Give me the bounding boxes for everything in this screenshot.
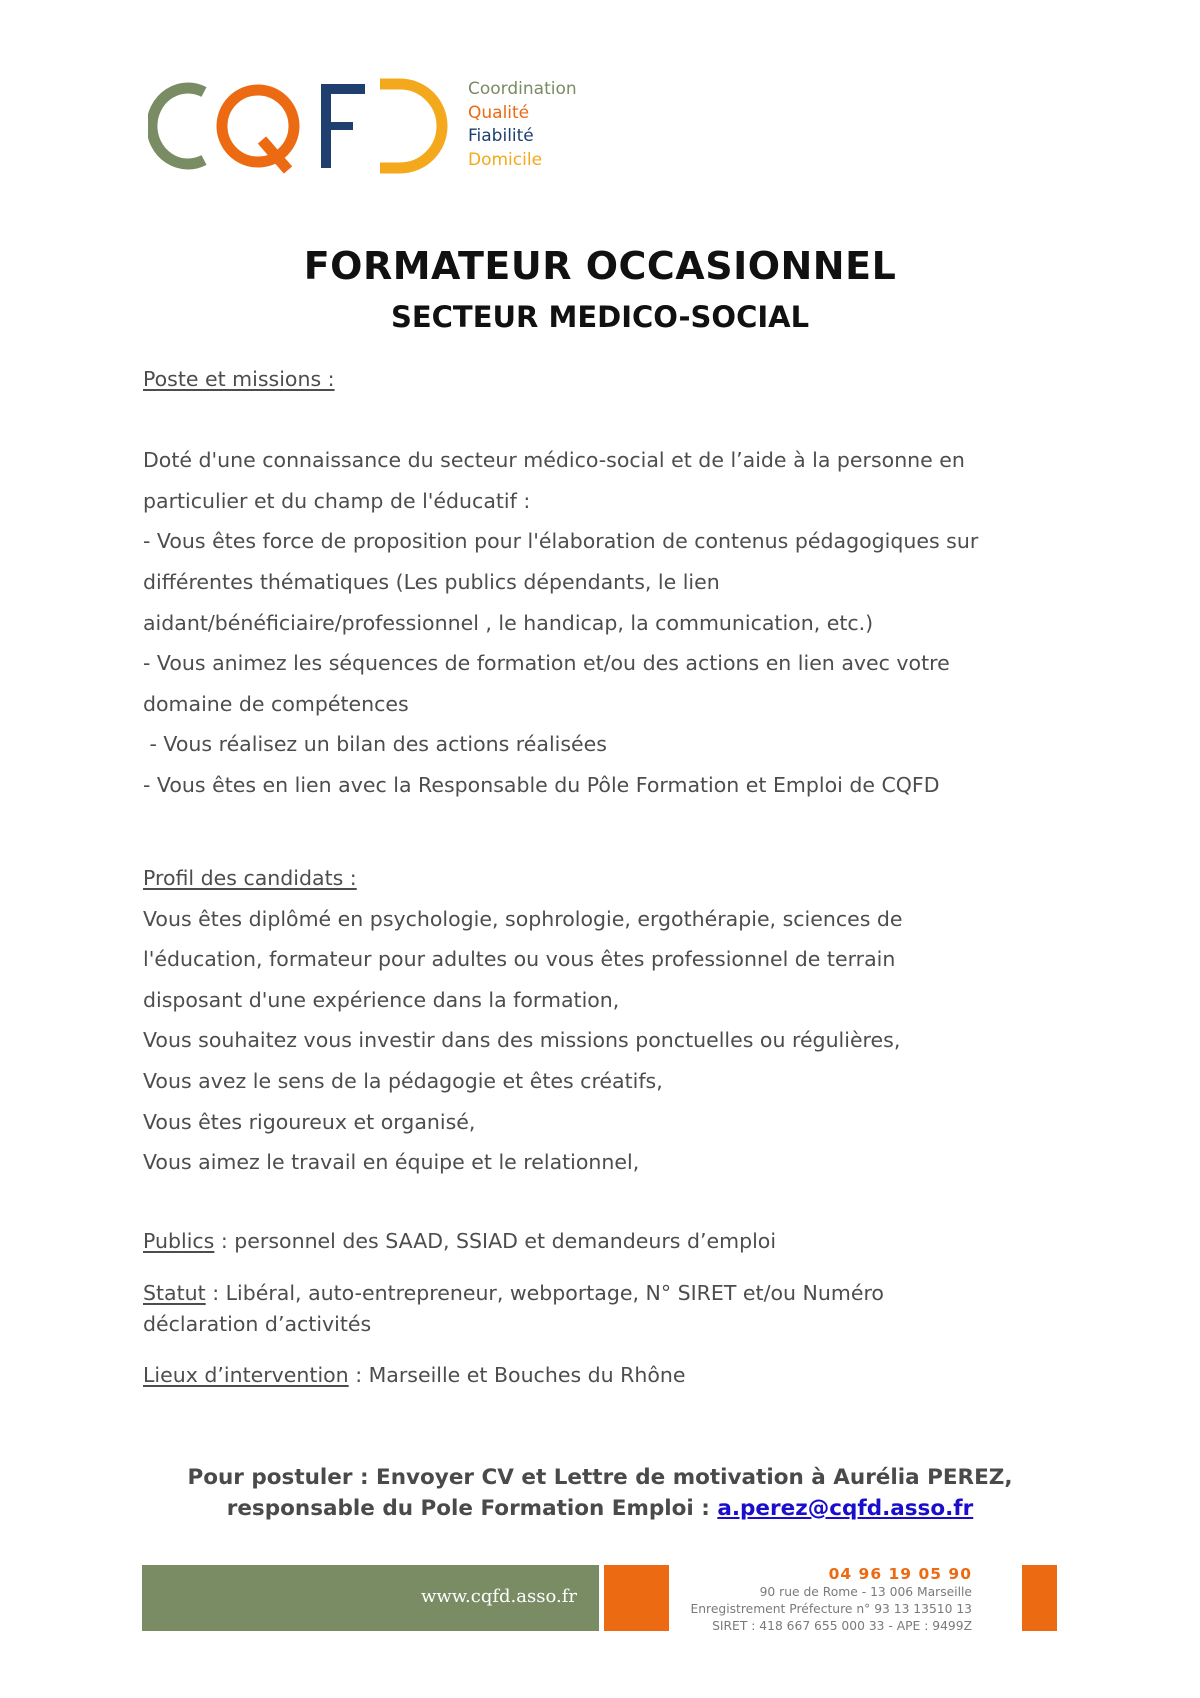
missions-line: - Vous réalisez un bilan des actions réa… xyxy=(143,732,607,757)
statut-label: Statut xyxy=(143,1281,206,1305)
spacer xyxy=(143,400,1073,441)
profile-heading: Profil des candidats : xyxy=(143,866,357,890)
footer-registration: Enregistrement Préfecture n° 93 13 13510… xyxy=(690,1602,972,1616)
lieux-section: Lieux d’intervention : Marseille et Bouc… xyxy=(143,1360,1073,1391)
apply-line-2-prefix: responsable du Pole Formation Emploi : xyxy=(226,1496,718,1521)
profile-line: Vous êtes diplômé en psychologie, sophro… xyxy=(143,906,903,931)
statut-section: Statut : Libéral, auto-entrepreneur, web… xyxy=(143,1278,973,1340)
statut-text: : Libéral, auto-entrepreneur, webportage… xyxy=(143,1281,884,1336)
page-subtitle: SECTEUR MEDICO-SOCIAL xyxy=(390,300,810,334)
email-link[interactable]: a.perez@cqfd.asso.fr xyxy=(717,1496,974,1521)
footer-green-band: www.cqfd.asso.fr xyxy=(142,1565,599,1631)
footer-contact-info: 04 96 19 05 90 90 rue de Rome - 13 006 M… xyxy=(670,1564,972,1635)
footer-siret: SIRET : 418 667 655 000 33 - APE : 9499Z xyxy=(712,1619,972,1633)
missions-line: - Vous êtes force de proposition pour l'… xyxy=(143,529,979,554)
logo-line-qualite: Qualité xyxy=(468,102,530,123)
footer-address: 90 rue de Rome - 13 006 Marseille xyxy=(759,1585,972,1599)
missions-line: différentes thématiques (Les publics dép… xyxy=(143,569,720,594)
logo-line-domicile: Domicile xyxy=(468,149,543,170)
profile-line: disposant d'une expérience dans la forma… xyxy=(143,987,620,1012)
cqfd-logo-mark xyxy=(148,78,448,174)
missions-line: particulier et du champ de l'éducatif : xyxy=(143,488,531,513)
profile-line: Vous êtes rigoureux et organisé, xyxy=(143,1109,476,1134)
publics-text: : personnel des SAAD, SSIAD et demandeur… xyxy=(214,1229,777,1253)
missions-heading: Poste et missions : xyxy=(143,367,335,391)
missions-line: - Vous animez les séquences de formation… xyxy=(143,651,950,676)
profile-line: l'éducation, formateur pour adultes ou v… xyxy=(143,947,896,972)
cqfd-logo: Coordination Qualité Fiabilité Domicile xyxy=(148,70,608,180)
apply-line-1: Pour postuler : Envoyer CV et Lettre de … xyxy=(187,1465,1013,1490)
profile-line: Vous avez le sens de la pédagogie et ête… xyxy=(143,1068,663,1093)
lieux-text: : Marseille et Bouches du Rhône xyxy=(348,1363,686,1387)
profile-line: Vous souhaitez vous investir dans des mi… xyxy=(143,1028,901,1053)
apply-block: Pour postuler : Envoyer CV et Lettre de … xyxy=(0,1462,1200,1524)
publics-label: Publics xyxy=(143,1229,215,1253)
missions-line: aidant/bénéficiaire/professionnel , le h… xyxy=(143,610,874,635)
lieux-label: Lieux d’intervention xyxy=(143,1363,349,1387)
page-title: FORMATEUR OCCASIONNEL xyxy=(303,244,897,288)
footer-phone: 04 96 19 05 90 xyxy=(828,1565,972,1583)
publics-section: Publics : personnel des SAAD, SSIAD et d… xyxy=(143,1226,1073,1257)
profile-section: Profil des candidats : Vous êtes diplômé… xyxy=(143,858,1073,1183)
footer-orange-block xyxy=(604,1565,669,1631)
footer-orange-block-right xyxy=(1022,1565,1057,1631)
logo-line-coordination: Coordination xyxy=(468,79,577,99)
profile-line: Vous aimez le travail en équipe et le re… xyxy=(143,1150,640,1175)
website-url[interactable]: www.cqfd.asso.fr xyxy=(420,1586,577,1607)
missions-line: - Vous êtes en lien avec la Responsable … xyxy=(143,772,940,797)
logo-line-fiabilite: Fiabilité xyxy=(468,126,534,146)
missions-section: Poste et missions : Doté d'une connaissa… xyxy=(143,359,1073,806)
missions-line: Doté d'une connaissance du secteur médic… xyxy=(143,448,965,473)
missions-line: domaine de compétences xyxy=(143,691,409,716)
apply-line-2: responsable du Pole Formation Emploi : a… xyxy=(0,1493,1200,1524)
logo-tagline: Coordination Qualité Fiabilité Domicile xyxy=(468,78,628,172)
